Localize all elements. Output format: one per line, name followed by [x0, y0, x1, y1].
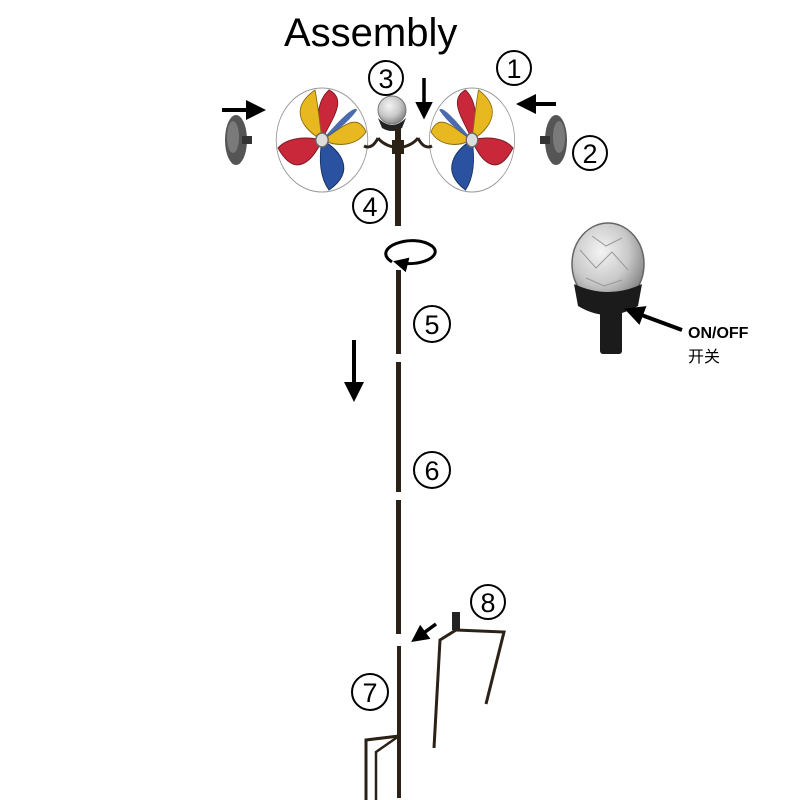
step-1-number: 1	[506, 54, 521, 84]
hook-arrow	[411, 622, 438, 643]
step-7-badge: 7	[351, 673, 389, 711]
step-4-badge: 4	[352, 188, 388, 224]
step-8-badge: 8	[470, 584, 506, 620]
step-6-number: 6	[424, 456, 439, 486]
on-off-label: ON/OFF	[688, 325, 749, 342]
right-pinwheel-part	[428, 87, 516, 193]
left-pinwheel-part	[275, 87, 369, 193]
step-1-badge: 1	[496, 50, 532, 86]
step-3-number: 3	[378, 64, 393, 94]
solar-globe-part	[377, 95, 407, 131]
step-5-number: 5	[424, 310, 439, 340]
step-3-badge: 3	[368, 60, 404, 96]
left-end-cap-part	[225, 115, 252, 165]
twist-arrow	[384, 239, 437, 273]
step-2-badge: 2	[572, 135, 608, 171]
pole-section-6	[396, 362, 401, 492]
step-4-number: 4	[362, 192, 377, 222]
step-8-number: 8	[480, 588, 495, 618]
step-6-badge: 6	[413, 451, 451, 489]
top-pole-part	[363, 128, 433, 226]
hook-part	[432, 612, 506, 749]
stake-part	[364, 646, 401, 800]
right-end-cap-part	[540, 115, 567, 165]
solar-light-detail	[571, 222, 645, 354]
step-5-badge: 5	[413, 305, 451, 343]
switch-arrow	[624, 306, 683, 332]
pole-section-7	[396, 500, 401, 634]
title: Assembly	[284, 11, 457, 55]
pole-section-5	[396, 270, 401, 354]
step-7-number: 7	[362, 678, 377, 708]
step-2-number: 2	[582, 139, 597, 169]
on-off-label-cn: 开关	[688, 347, 720, 366]
